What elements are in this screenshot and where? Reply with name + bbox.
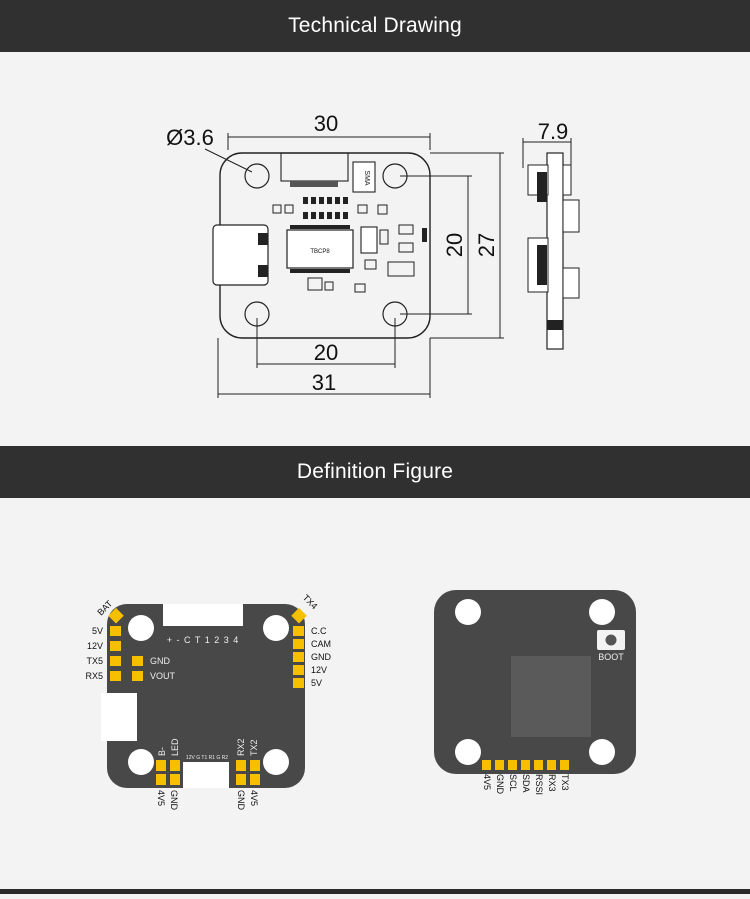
dim-30-label: 30 bbox=[314, 111, 338, 136]
technical-drawing-title: Technical Drawing bbox=[288, 14, 462, 37]
usb-tab-top bbox=[258, 233, 268, 245]
top-connector bbox=[280, 152, 349, 182]
corner-label-tx4: TX4 bbox=[301, 593, 320, 612]
small-components bbox=[272, 204, 415, 293]
bottom-top-pin-label: B- bbox=[157, 747, 167, 756]
bottom-top-pin-label: TX2 bbox=[249, 739, 259, 756]
definition-figure-header: Definition Figure bbox=[0, 446, 750, 498]
bottom-under-pin-label: GND bbox=[169, 790, 179, 811]
bottom-top-pin-label: LED bbox=[170, 738, 180, 756]
top-connector-pins bbox=[290, 181, 338, 187]
dim-27 bbox=[430, 152, 504, 339]
hole-dia-label: Ø3.6 bbox=[166, 125, 214, 150]
dim-7-9-label: 7.9 bbox=[538, 119, 569, 144]
usb-tab-bottom bbox=[258, 265, 268, 277]
technical-drawing-panel: SMA TBCP8 bbox=[0, 52, 750, 446]
sma-part bbox=[352, 161, 376, 193]
bottom-under-pin-label: 4V5 bbox=[156, 790, 166, 806]
right-pin-label: 12V bbox=[311, 665, 327, 675]
back-pin-label: GND bbox=[495, 774, 505, 795]
inner-pin-label: GND bbox=[150, 656, 171, 666]
dim-20-vertical bbox=[400, 175, 472, 315]
back-pin-label: 4V5 bbox=[482, 774, 492, 790]
technical-drawing: SMA TBCP8 bbox=[166, 111, 580, 398]
front-pads bbox=[108, 607, 307, 785]
main-chip bbox=[286, 229, 354, 269]
technical-drawing-header: Technical Drawing bbox=[0, 0, 750, 52]
inner-pin-label: VOUT bbox=[150, 671, 176, 681]
hole-leader bbox=[204, 148, 253, 173]
edge-part bbox=[422, 228, 427, 242]
mount-hole-tl bbox=[244, 163, 270, 189]
front-bottom-connector-label: 12V G T1 R1 G R2 bbox=[186, 755, 228, 761]
back-pin-label: SDA bbox=[521, 774, 531, 793]
back-pin-label: RX3 bbox=[547, 774, 557, 792]
front-connector-label: + - C T 1 2 3 4 bbox=[167, 635, 239, 645]
back-pin-label: SCL bbox=[508, 774, 518, 792]
secondary-chip bbox=[360, 226, 378, 254]
dim-20-horizontal bbox=[256, 318, 396, 368]
chip-label: TBCP8 bbox=[310, 249, 330, 255]
bottom-rule bbox=[0, 889, 750, 894]
left-pin-label: TX5 bbox=[86, 656, 103, 666]
back-pin-label: RSSI bbox=[534, 774, 544, 795]
left-pin-label: RX5 bbox=[85, 671, 103, 681]
side-view bbox=[527, 152, 580, 350]
left-pin-label: 5V bbox=[92, 626, 103, 636]
back-board bbox=[434, 590, 636, 774]
boot-label: BOOT bbox=[598, 652, 624, 662]
back-pads bbox=[482, 760, 569, 770]
dim-31 bbox=[217, 338, 431, 398]
definition-figure-title: Definition Figure bbox=[296, 460, 454, 483]
right-pin-label: CAM bbox=[311, 639, 331, 649]
chip-pins bbox=[290, 225, 350, 273]
dim-20-h-label: 20 bbox=[314, 340, 338, 365]
bottom-under-pin-label: 4V5 bbox=[249, 790, 259, 806]
bottom-under-pin-label: GND bbox=[236, 790, 246, 811]
left-pin-label: 12V bbox=[87, 641, 103, 651]
right-pin-label: 5V bbox=[311, 678, 322, 688]
usb-connector bbox=[212, 224, 269, 286]
component-row-1 bbox=[303, 197, 348, 219]
bottom-top-pin-label: RX2 bbox=[236, 738, 246, 756]
back-pin-label: TX3 bbox=[560, 774, 570, 791]
dim-30 bbox=[227, 133, 431, 150]
front-board bbox=[101, 604, 305, 788]
definition-figure-panel: + - C T 1 2 3 4 12V G T1 R1 G R2 BAT TX4… bbox=[0, 498, 750, 894]
definition-figure: + - C T 1 2 3 4 12V G T1 R1 G R2 BAT TX4… bbox=[85, 590, 636, 811]
dim-20-v-label: 20 bbox=[442, 233, 467, 257]
dim-31-label: 31 bbox=[312, 370, 336, 395]
dim-7-9 bbox=[522, 138, 572, 168]
right-pin-label: GND bbox=[311, 652, 332, 662]
right-pin-label: C.C bbox=[311, 626, 327, 636]
sma-label: SMA bbox=[363, 170, 370, 186]
dim-27-label: 27 bbox=[474, 233, 499, 257]
